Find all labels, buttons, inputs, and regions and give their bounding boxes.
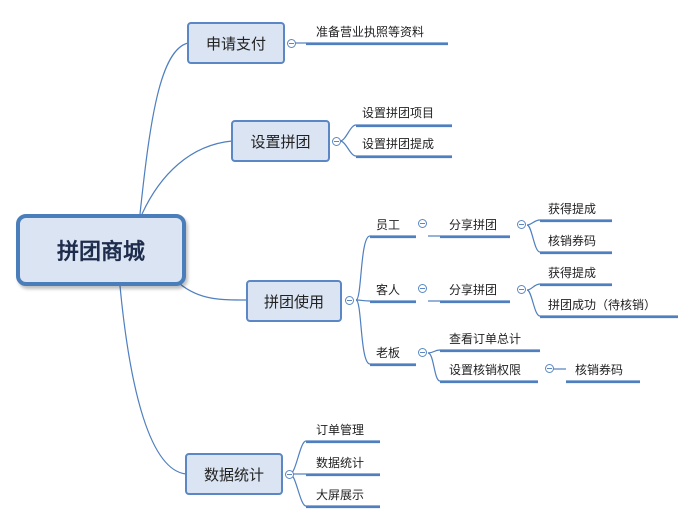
connector-staff-c2 — [526, 224, 541, 253]
collapse-icon-use[interactable] — [345, 296, 354, 305]
leaf-permission-verify[interactable]: 核销券码 — [575, 362, 624, 377]
connector-root-setup — [141, 140, 233, 215]
collapse-icon-guest-share[interactable] — [517, 285, 526, 294]
leaf-big-screen[interactable]: 大屏展示 — [316, 487, 365, 502]
connector-root-stats — [119, 285, 187, 475]
node-data-stats[interactable]: 数据统计 — [185, 453, 283, 495]
connector-root-apply — [139, 42, 189, 215]
node-guest[interactable]: 客人 — [376, 282, 401, 297]
root-node[interactable]: 拼团商城 — [16, 214, 186, 286]
leaf-staff-verify[interactable]: 核销券码 — [548, 233, 597, 248]
collapse-icon-apply[interactable] — [287, 39, 296, 48]
node-guest-share[interactable]: 分享拼团 — [449, 282, 498, 297]
connector-boss-c2 — [427, 352, 441, 382]
collapse-icon-boss[interactable] — [418, 348, 427, 357]
leaf-boss-orders[interactable]: 查看订单总计 — [449, 331, 522, 346]
connector-stats-1 — [289, 440, 307, 475]
leaf-order-management[interactable]: 订单管理 — [316, 422, 365, 437]
leaf-prepare-license[interactable]: 准备营业执照等资料 — [316, 24, 425, 39]
node-setup-groupbuy[interactable]: 设置拼团 — [231, 120, 330, 162]
collapse-icon-staff-share[interactable] — [517, 220, 526, 229]
leaf-guest-commission[interactable]: 获得提成 — [548, 265, 597, 280]
leaf-setup-commission[interactable]: 设置拼团提成 — [362, 136, 435, 151]
connector-use-staff — [355, 235, 371, 301]
leaf-data-stats[interactable]: 数据统计 — [316, 455, 365, 470]
node-staff-share[interactable]: 分享拼团 — [449, 217, 498, 232]
connector-use-guest — [355, 299, 371, 302]
node-use-groupbuy[interactable]: 拼团使用 — [246, 280, 342, 322]
collapse-icon-staff[interactable] — [418, 219, 427, 228]
leaf-staff-commission[interactable]: 获得提成 — [548, 201, 597, 216]
connector-setup-2 — [339, 140, 357, 157]
connector-guest-c2 — [526, 289, 541, 317]
connector-boss-c1 — [427, 349, 441, 354]
leaf-setup-item[interactable]: 设置拼团项目 — [362, 105, 435, 120]
node-apply-payment[interactable]: 申请支付 — [187, 22, 285, 64]
collapse-icon-permission[interactable] — [545, 364, 554, 373]
connector-staff-c1 — [526, 219, 541, 226]
connector-setup-1 — [339, 124, 357, 142]
connector-root-use — [179, 283, 248, 301]
connector-guest-c1 — [526, 283, 541, 291]
collapse-icon-stats[interactable] — [285, 470, 294, 479]
node-boss[interactable]: 老板 — [376, 345, 401, 360]
node-staff[interactable]: 员工 — [376, 217, 401, 232]
leaf-guest-success[interactable]: 拼团成功（待核销） — [548, 297, 657, 312]
collapse-icon-setup[interactable] — [332, 137, 341, 146]
connector-stats-3 — [289, 473, 307, 507]
collapse-icon-guest[interactable] — [418, 284, 427, 293]
leaf-boss-permission[interactable]: 设置核销权限 — [449, 362, 522, 377]
connector-use-boss — [355, 299, 371, 365]
